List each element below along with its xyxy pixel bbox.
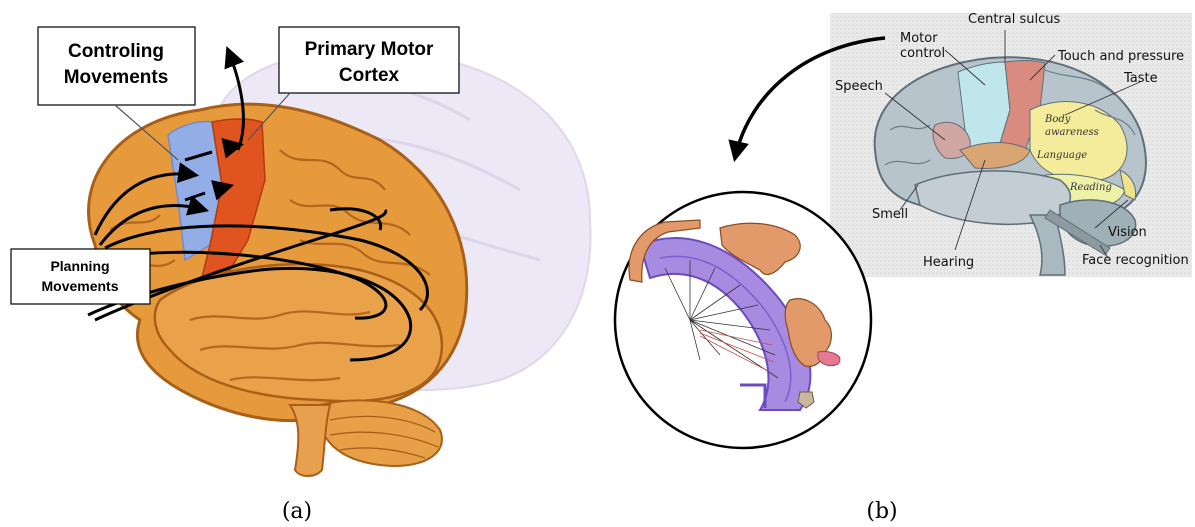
brain-stem [290,405,330,476]
language-label: Language [1036,150,1087,161]
planning-movements-box: Planning Movements [11,249,150,304]
hearing-label: Hearing [923,255,974,270]
touch-pressure-label: Touch and pressure [1057,49,1184,64]
panel-b: Central sulcus Motor control Touch and p… [615,12,1192,524]
taste-label: Taste [1123,71,1158,86]
panel-a: Controling Movements Primary Motor Corte… [11,27,590,524]
central-sulcus-label: Central sulcus [968,12,1060,27]
planning-label-line2: Movements [41,278,118,294]
motor-control-label-line1: Motor [900,31,938,46]
planning-label-line1: Planning [50,258,109,274]
controlling-label-line2: Movements [64,67,169,88]
panel-a-caption: (a) [282,499,312,524]
primary-motor-label-line2: Cortex [339,65,400,86]
face-recognition-label: Face recognition [1082,253,1189,268]
vision-label: Vision [1108,225,1147,240]
reading-label: Reading [1069,182,1112,193]
controlling-label-line1: Controling [68,41,164,62]
body-awareness-label-line1: Body [1044,114,1071,125]
smell-label: Smell [872,207,908,222]
motor-control-label-line2: control [900,46,945,61]
primary-motor-label-line1: Primary Motor [305,39,434,60]
speech-label: Speech [835,79,883,94]
homunculus-inset [615,192,871,448]
panel-b-caption: (b) [866,499,897,524]
body-awareness-label-line2: awareness [1045,127,1099,138]
